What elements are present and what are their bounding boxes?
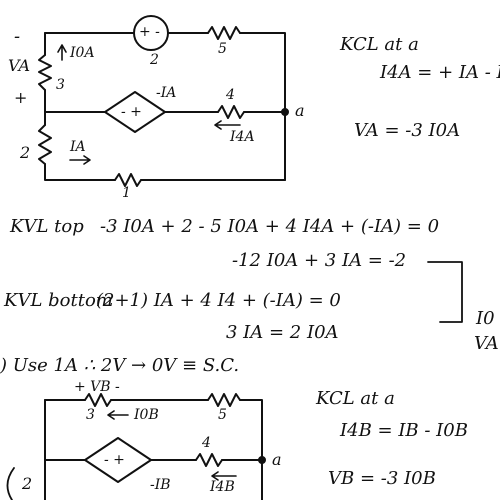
- kvl-bracket: [427, 261, 463, 323]
- vb-label: + VB -: [74, 379, 120, 395]
- r4-label-bottom: 4: [202, 435, 211, 451]
- top-wire-right: [239, 32, 286, 181]
- kvl-bottom-label: KVL bottom: [4, 290, 113, 311]
- kcl-eq-top: I4A = + IA - I: [380, 62, 500, 83]
- node-a-label-bottom: a: [272, 450, 282, 469]
- resistor-3-bottom: [84, 393, 112, 407]
- use-line: ) Use 1A ∴ 2V → 0V ≡ S.C.: [0, 355, 240, 376]
- va-minus-sign: -: [14, 26, 21, 47]
- r3-label-bottom: 3: [86, 407, 95, 423]
- dep-src-label-top: -IA: [156, 85, 177, 101]
- bracket-right-2: VA: [474, 333, 499, 354]
- kvl-top-simplified: -12 I0A + 3 IA = -2: [232, 250, 407, 271]
- r3-label-top: 3: [56, 77, 65, 93]
- arrow-i4b: [211, 471, 237, 481]
- i0b-label: I0B: [134, 407, 159, 423]
- i0a-label: I0A: [70, 45, 95, 61]
- arrow-ia: [69, 155, 91, 165]
- src-top-symbol: + -: [139, 24, 160, 40]
- partial-curve: [6, 467, 15, 500]
- dep-src-symbol-top: - +: [121, 104, 142, 120]
- resistor-4-bottom: [195, 453, 223, 467]
- kcl-heading-bottom: KCL at a: [316, 388, 395, 409]
- kvl-top-eq: -3 I0A + 2 - 5 I0A + 4 I4A + (-IA) = 0: [100, 216, 440, 237]
- va-label: VA: [8, 56, 31, 75]
- i4b-label: I4B: [210, 479, 235, 495]
- r2-label-bottom: 2: [22, 474, 33, 493]
- kvl-bottom-simplified: 3 IA = 2 I0A: [226, 322, 339, 343]
- left-wire-bottom: [44, 163, 116, 181]
- r4-label-top: 4: [226, 87, 235, 103]
- r2-label-top: 2: [20, 143, 31, 162]
- b-top-wire-far: [239, 399, 263, 500]
- r1-label-top: 1: [122, 185, 131, 201]
- node-a-label-top: a: [295, 101, 305, 120]
- kvl-top-label: KVL top: [10, 216, 84, 237]
- kvl-bottom-eq: (2+1) IA + 4 I4 + (-IA) = 0: [96, 290, 341, 311]
- src2-label: 2: [150, 52, 159, 68]
- resistor-3-top: [38, 54, 52, 91]
- arrow-i4a: [214, 120, 241, 130]
- arrow-i0a: [57, 44, 67, 61]
- va-eq: VA = -3 I0A: [354, 120, 461, 141]
- vb-eq: VB = -3 I0B: [328, 468, 436, 489]
- resistor-1-top: [114, 173, 142, 187]
- resistor-2-top: [38, 124, 52, 165]
- resistor-5-top: [207, 26, 241, 40]
- node-a-dot-bottom: [258, 456, 266, 464]
- resistor-4-top: [217, 105, 245, 119]
- dep-src-label-bottom: -IB: [150, 477, 171, 493]
- kcl-eq-bottom: I4B = IB - I0B: [340, 420, 468, 441]
- dep-src-symbol-bottom: - +: [104, 452, 125, 468]
- resistor-5-bottom: [207, 393, 241, 407]
- r5-label-bottom: 5: [218, 407, 227, 423]
- ia-label-top: IA: [70, 139, 86, 155]
- va-plus-sign: +: [14, 88, 28, 107]
- arrow-i0b: [107, 410, 129, 420]
- i4a-label: I4A: [230, 129, 255, 145]
- kcl-heading-top: KCL at a: [340, 34, 419, 55]
- bracket-right-1: I0: [476, 308, 495, 329]
- node-a-dot-top: [281, 108, 289, 116]
- r5-label-top: 5: [218, 41, 227, 57]
